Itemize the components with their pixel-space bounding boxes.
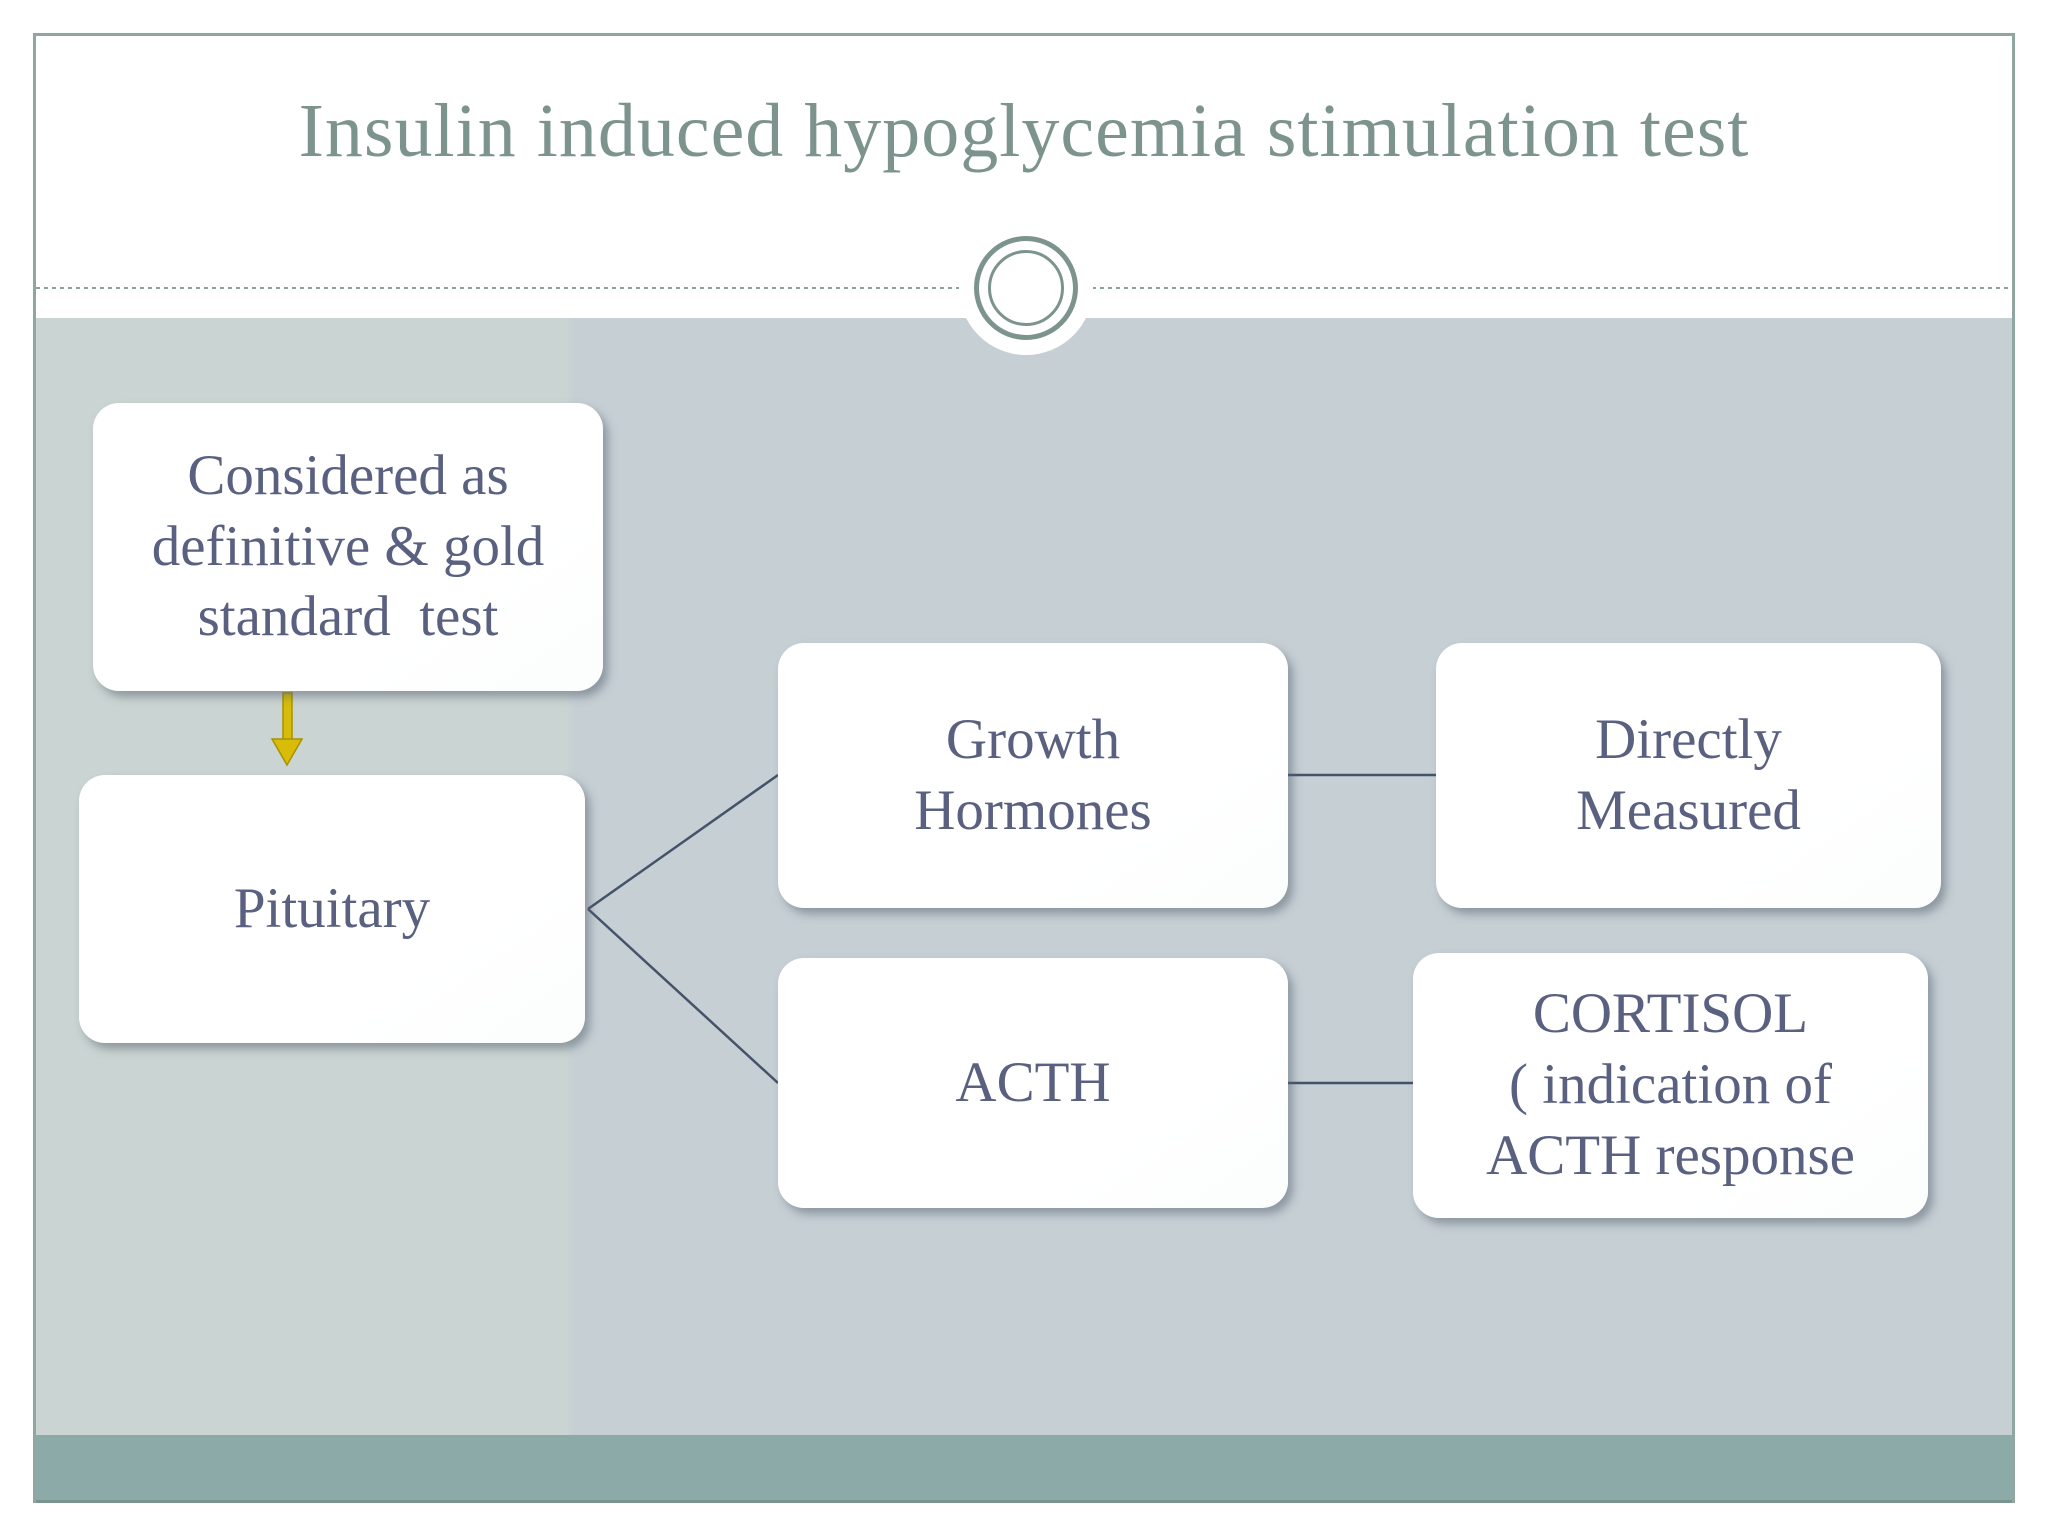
divider-circle-ornament-icon <box>974 236 1078 340</box>
page-title: Insulin induced hypoglycemia stimulation… <box>298 89 1750 173</box>
cortisol-box: CORTISOL ( indication of ACTH response <box>1413 953 1928 1218</box>
growth-hormones-box: Growth Hormones <box>778 643 1288 908</box>
directly-measured-box-label: Directly Measured <box>1576 707 1801 842</box>
acth-box-label: ACTH <box>955 1050 1111 1114</box>
pituitary-box: Pituitary <box>79 775 585 1043</box>
note-box: Considered as definitive & gold standard… <box>93 403 603 691</box>
directly-measured-box: Directly Measured <box>1436 643 1941 908</box>
slide: Insulin induced hypoglycemia stimulation… <box>33 33 2015 1503</box>
cortisol-box-label: CORTISOL ( indication of ACTH response <box>1486 982 1855 1187</box>
acth-box: ACTH <box>778 958 1288 1208</box>
pituitary-box-label: Pituitary <box>233 876 431 940</box>
growth-hormones-box-label: Growth Hormones <box>914 707 1152 842</box>
note-box-label: Considered as definitive & gold standard… <box>151 443 545 649</box>
footer-bar <box>36 1435 2012 1503</box>
divider-circle-inner-ring <box>988 250 1064 326</box>
